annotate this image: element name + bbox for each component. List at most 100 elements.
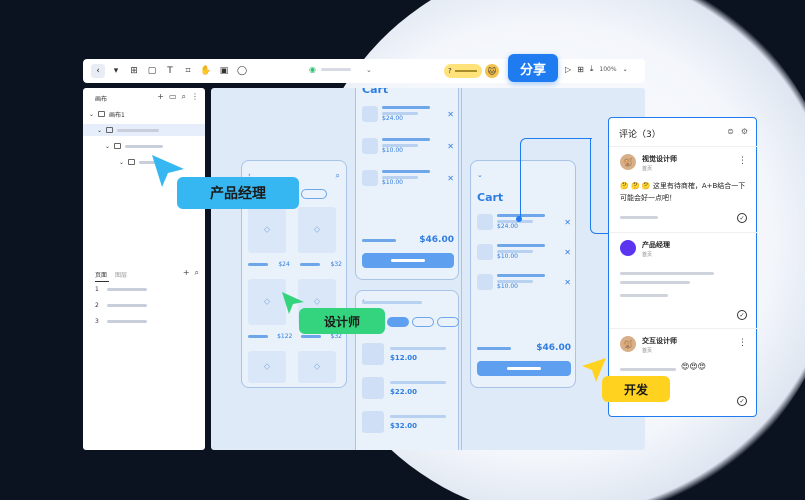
add-icon[interactable]: +	[157, 92, 164, 101]
cart-item[interactable]: $10.00 ✕	[362, 135, 454, 157]
page-item[interactable]: 3	[95, 318, 147, 325]
gear-icon[interactable]: ⚙	[740, 127, 748, 136]
layer-item[interactable]: ⌄	[83, 124, 205, 136]
tab-layers[interactable]: 图层	[115, 272, 128, 279]
back-arrow-icon[interactable]: ‹	[91, 64, 105, 78]
pm-cursor-icon	[152, 155, 184, 187]
add-icon[interactable]: +	[182, 268, 190, 277]
share-button[interactable]: 分享	[508, 54, 558, 82]
chevron-down-icon: ⌄	[119, 158, 125, 166]
chevron-down-icon: ⌄	[477, 171, 483, 179]
chevron-down-icon: ⌄	[97, 126, 103, 134]
resolve-check-icon[interactable]: ✓	[737, 310, 747, 320]
page-tabs: 页面 图层	[95, 270, 127, 279]
top-toolbar: ‹ ▾ ⊞ ▢ T ⌗ ✋ ▣ ◯ ◉ ⌄ ? 🐱 分享 ▷ ⊞ ⤓ 100% …	[83, 54, 645, 83]
design-app-window: ‹ ▾ ⊞ ▢ T ⌗ ✋ ▣ ◯ ◉ ⌄ ? 🐱 分享 ▷ ⊞ ⤓ 100% …	[83, 54, 645, 451]
filter-icon[interactable]: ⊜	[727, 127, 734, 136]
text-icon[interactable]: T	[167, 66, 173, 76]
layer-root[interactable]: ⌄ 画布1	[89, 110, 125, 119]
tag-icon: ⬦	[298, 207, 336, 253]
tag-icon: ⬦	[298, 351, 336, 383]
frame-icon	[128, 159, 136, 165]
role-tag-pm: 产品经理	[177, 177, 299, 209]
cart-total: $46.00	[536, 343, 571, 353]
hand-icon[interactable]: ✋	[200, 66, 212, 76]
resolve-check-icon[interactable]: ✓	[737, 213, 747, 223]
search-icon[interactable]: ⌕	[181, 92, 186, 101]
frame-icon	[98, 111, 106, 117]
list-item[interactable]: $32.00	[362, 411, 454, 433]
resolve-check-icon[interactable]: ✓	[737, 396, 747, 406]
tag-icon: ⬦	[248, 207, 286, 253]
tab-pages[interactable]: 页面	[95, 272, 108, 279]
emoji-reactions: 😍😍😍	[681, 362, 707, 371]
cart-total: $46.00	[419, 235, 454, 245]
search-icon: ⌕	[335, 171, 340, 180]
remove-icon[interactable]: ✕	[447, 141, 454, 151]
tag-icon: ⬦	[248, 279, 286, 325]
crop-icon[interactable]: ⌗	[185, 66, 191, 76]
avatar: 🐒	[620, 336, 636, 352]
remove-icon[interactable]: ✕	[447, 109, 454, 119]
layer-item[interactable]: ⌄	[105, 140, 164, 152]
image-icon[interactable]: ▣	[219, 66, 229, 76]
list-item[interactable]: $12.00	[362, 343, 454, 365]
checkout-button[interactable]	[362, 253, 454, 268]
download-icon[interactable]: ⤓	[589, 64, 594, 73]
play-icon[interactable]: ▷	[565, 64, 572, 74]
more-icon[interactable]: ⋮	[191, 92, 199, 101]
list-item[interactable]: $22.00	[362, 377, 454, 399]
folder-icon[interactable]: ▭	[168, 92, 177, 101]
comment-text: 🤔 🤔 🤔 这里有待商榷，A+B结合一下可能会好一点吧！	[620, 182, 746, 202]
rect-icon[interactable]: ▢	[147, 66, 157, 76]
chevron-down-icon[interactable]: ⌄	[622, 65, 628, 73]
layers-panel: 画布 + ▭ ⌕ ⋮ ⌄ 画布1 ⌄ ⌄ ⌄ 页面 图层	[83, 88, 205, 450]
search-icon[interactable]: ⌕	[194, 268, 199, 277]
avatar: 🐒	[620, 154, 636, 170]
cart-item[interactable]: $10.00 ✕	[477, 241, 571, 263]
comment-connector	[520, 138, 592, 218]
user-pill[interactable]: ?	[444, 64, 482, 78]
cart-item[interactable]: $10.00 ✕	[362, 167, 454, 189]
comment-connector	[590, 138, 610, 234]
grid-icon[interactable]: ⊞	[577, 64, 584, 74]
more-icon[interactable]: ⋮	[738, 338, 747, 348]
product-grid-frame[interactable]: ‹ ⌕ ⬦ ⬦ $24 $32 ⬦ ⬦ $122	[241, 160, 347, 388]
design-canvas[interactable]: ‹ ⌕ ⬦ ⬦ $24 $32 ⬦ ⬦ $122	[211, 88, 645, 450]
status-dot-icon: ◉	[309, 65, 316, 74]
frame-icon	[114, 143, 122, 149]
remove-icon[interactable]: ✕	[564, 247, 571, 257]
chevron-down-icon[interactable]: ▾	[113, 66, 119, 76]
tab-underline	[95, 281, 109, 282]
cart-frame-right[interactable]: ⌄ Cart $24.00 ✕ $10.00 ✕ $10.00 ✕	[470, 160, 576, 388]
more-icon[interactable]: ⋮	[738, 156, 747, 166]
anchor-dot	[516, 216, 522, 222]
chevron-down-icon: ⌄	[365, 65, 372, 74]
checkout-button[interactable]	[477, 361, 571, 376]
frame-icon	[106, 127, 114, 133]
remove-icon[interactable]: ✕	[447, 173, 454, 183]
cart-item[interactable]: $10.00 ✕	[477, 271, 571, 293]
cart-item[interactable]: $24.00 ✕	[362, 103, 454, 125]
chevron-down-icon: ⌄	[105, 142, 111, 150]
zoom-level[interactable]: 100%	[599, 65, 617, 73]
frame-icon[interactable]: ⊞	[130, 66, 138, 76]
role-tag-developer: 开发	[602, 376, 670, 402]
page-item[interactable]: 1	[95, 286, 147, 293]
tag-icon: ⬦	[248, 351, 286, 383]
comments-panel: 评论（3） ⊜ ⚙ 🐒 视觉设计师 首页 ⋮ 🤔 🤔 🤔 这里有待商榷，A+B结…	[608, 117, 758, 417]
developer-cursor-icon	[582, 358, 606, 382]
frame-divider	[461, 88, 462, 450]
layer-item[interactable]: ⌄	[119, 156, 158, 168]
page-item[interactable]: 2	[95, 302, 147, 309]
file-name-area[interactable]: ◉ ⌄	[309, 65, 372, 74]
comment-icon[interactable]: ◯	[236, 66, 248, 76]
cart-frame-top[interactable]: Cart $24.00 ✕ $10.00 ✕ $10.00 ✕	[355, 88, 459, 280]
remove-icon[interactable]: ✕	[564, 277, 571, 287]
avatar[interactable]: 🐱	[485, 64, 499, 78]
avatar	[620, 240, 636, 256]
remove-icon[interactable]: ✕	[564, 217, 571, 227]
role-tag-designer: 设计师	[299, 308, 385, 334]
comments-header: 评论（3）	[619, 130, 661, 140]
designer-cursor-icon	[282, 292, 304, 314]
